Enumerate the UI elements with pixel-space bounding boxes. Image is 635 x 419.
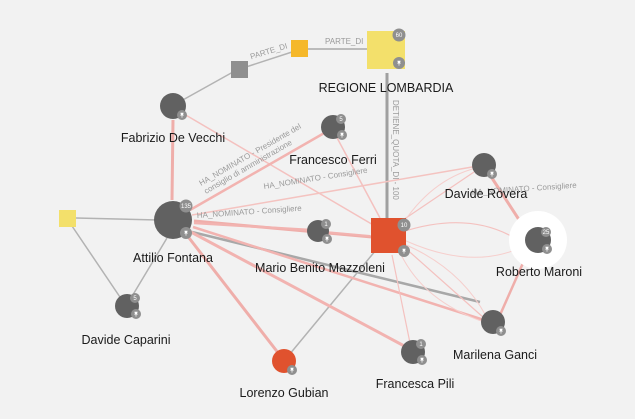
node-davide-rovera[interactable]: Davide Rovera xyxy=(445,153,528,201)
node-attilio-fontana[interactable]: 135 Attilio Fontana xyxy=(133,199,213,266)
node-mario-benito-mazzoleni[interactable]: 1 Mario Benito Mazzoleni xyxy=(255,219,385,275)
edge-label-parte-di-2: PARTE_DI xyxy=(325,37,363,46)
edge-yellow-caparini[interactable] xyxy=(71,225,125,304)
edge-parte-di-gray-orange[interactable] xyxy=(245,51,293,68)
count-badge xyxy=(541,227,551,237)
edge-ferri-company[interactable] xyxy=(334,133,381,219)
node-marilena-ganci[interactable]: Marilena Ganci xyxy=(453,310,537,362)
count-badge-text: 5 xyxy=(133,296,137,302)
node-gray-square[interactable] xyxy=(231,61,248,78)
node-label: Francesca Pili xyxy=(376,377,455,391)
node-company-red[interactable]: 10 xyxy=(371,218,411,257)
node-label: Davide Rovera xyxy=(445,187,528,201)
edge-company-ganci-curve-b[interactable] xyxy=(403,243,487,317)
node-davide-caparini[interactable]: 5 Davide Caparini xyxy=(82,293,171,347)
edge-mazzoleni-company[interactable] xyxy=(324,231,371,237)
node-roberto-maroni[interactable]: 25 Roberto Maroni xyxy=(496,211,582,279)
node-label: REGIONE LOMBARDIA xyxy=(319,81,454,95)
count-badge-text: 60 xyxy=(396,33,403,39)
node-label: Fabrizio De Vecchi xyxy=(121,131,225,145)
node-label: Francesco Ferri xyxy=(289,153,377,167)
edge-attilio-lorenzo[interactable] xyxy=(184,233,281,355)
edge-fabrizio-company[interactable] xyxy=(183,113,376,227)
count-badge xyxy=(336,114,346,124)
edge-company-ganci[interactable] xyxy=(402,245,485,319)
node-fabrizio-de-vecchi[interactable]: Fabrizio De Vecchi xyxy=(121,93,225,145)
count-badge-text: 1 xyxy=(419,342,423,348)
edge-company-maroni-curve[interactable] xyxy=(401,222,519,241)
count-badge-text: 25 xyxy=(543,230,550,236)
edge-company-rovera-curve[interactable] xyxy=(399,167,477,229)
edge-company-pili[interactable] xyxy=(391,254,411,344)
count-badge-text: 1 xyxy=(324,222,328,228)
count-badge xyxy=(397,218,411,232)
edge-yellow-attilio[interactable] xyxy=(75,217,159,221)
count-badge xyxy=(130,293,140,303)
edge-company-maroni-curve-b[interactable] xyxy=(403,239,521,258)
edge-attilio-pili[interactable] xyxy=(188,229,409,350)
count-badge xyxy=(179,199,193,213)
count-badge xyxy=(321,219,331,229)
edge-rovera-company[interactable] xyxy=(399,171,475,223)
node-francesca-pili[interactable]: 1 Francesca Pili xyxy=(376,339,455,391)
edge-attilio-rovera[interactable] xyxy=(191,165,479,216)
edge-company-gubian[interactable] xyxy=(288,249,377,356)
edges xyxy=(71,48,529,356)
node-francesco-ferri[interactable]: 5 Francesco Ferri xyxy=(289,114,377,167)
count-badge-text: 135 xyxy=(181,204,192,210)
edge-attilio-mazzoleni[interactable] xyxy=(193,221,312,232)
node-label: Mario Benito Mazzoleni xyxy=(255,261,385,275)
node-lorenzo-gubian[interactable]: Lorenzo Gubian xyxy=(240,349,329,400)
edge-company-ganci-curve-a[interactable] xyxy=(397,247,485,323)
node-label: Roberto Maroni xyxy=(496,265,582,279)
count-badge-text: 5 xyxy=(339,117,343,123)
edge-attilio-ganci[interactable] xyxy=(192,225,485,322)
node-yellow-square-left[interactable] xyxy=(59,210,76,227)
count-badge xyxy=(416,339,426,349)
count-badge xyxy=(392,28,406,42)
node-regione-lombardia[interactable]: 60 REGIONE LOMBARDIA xyxy=(319,28,454,96)
edge-label-consigliere-2: HA_NOMINATO - Consigliere xyxy=(197,204,303,220)
node-label: Attilio Fontana xyxy=(133,251,213,265)
node-label: Davide Caparini xyxy=(82,333,171,347)
edge-fabrizio-attilio[interactable] xyxy=(170,119,175,201)
edge-label-detiene-quota: DETIENE_QUOTA_DI - 100 xyxy=(391,100,400,200)
edge-attilio-caparini[interactable] xyxy=(130,237,168,299)
edge-attilio-ferri[interactable] xyxy=(189,130,327,212)
edge-label-parte-di-1: PARTE_DI xyxy=(249,42,288,62)
node-label: Lorenzo Gubian xyxy=(240,386,329,400)
node-orange-square[interactable] xyxy=(291,40,308,57)
node-label: Marilena Ganci xyxy=(453,348,537,362)
count-badge-text: 10 xyxy=(401,223,408,229)
edge-attilio-maroni[interactable] xyxy=(191,230,481,304)
